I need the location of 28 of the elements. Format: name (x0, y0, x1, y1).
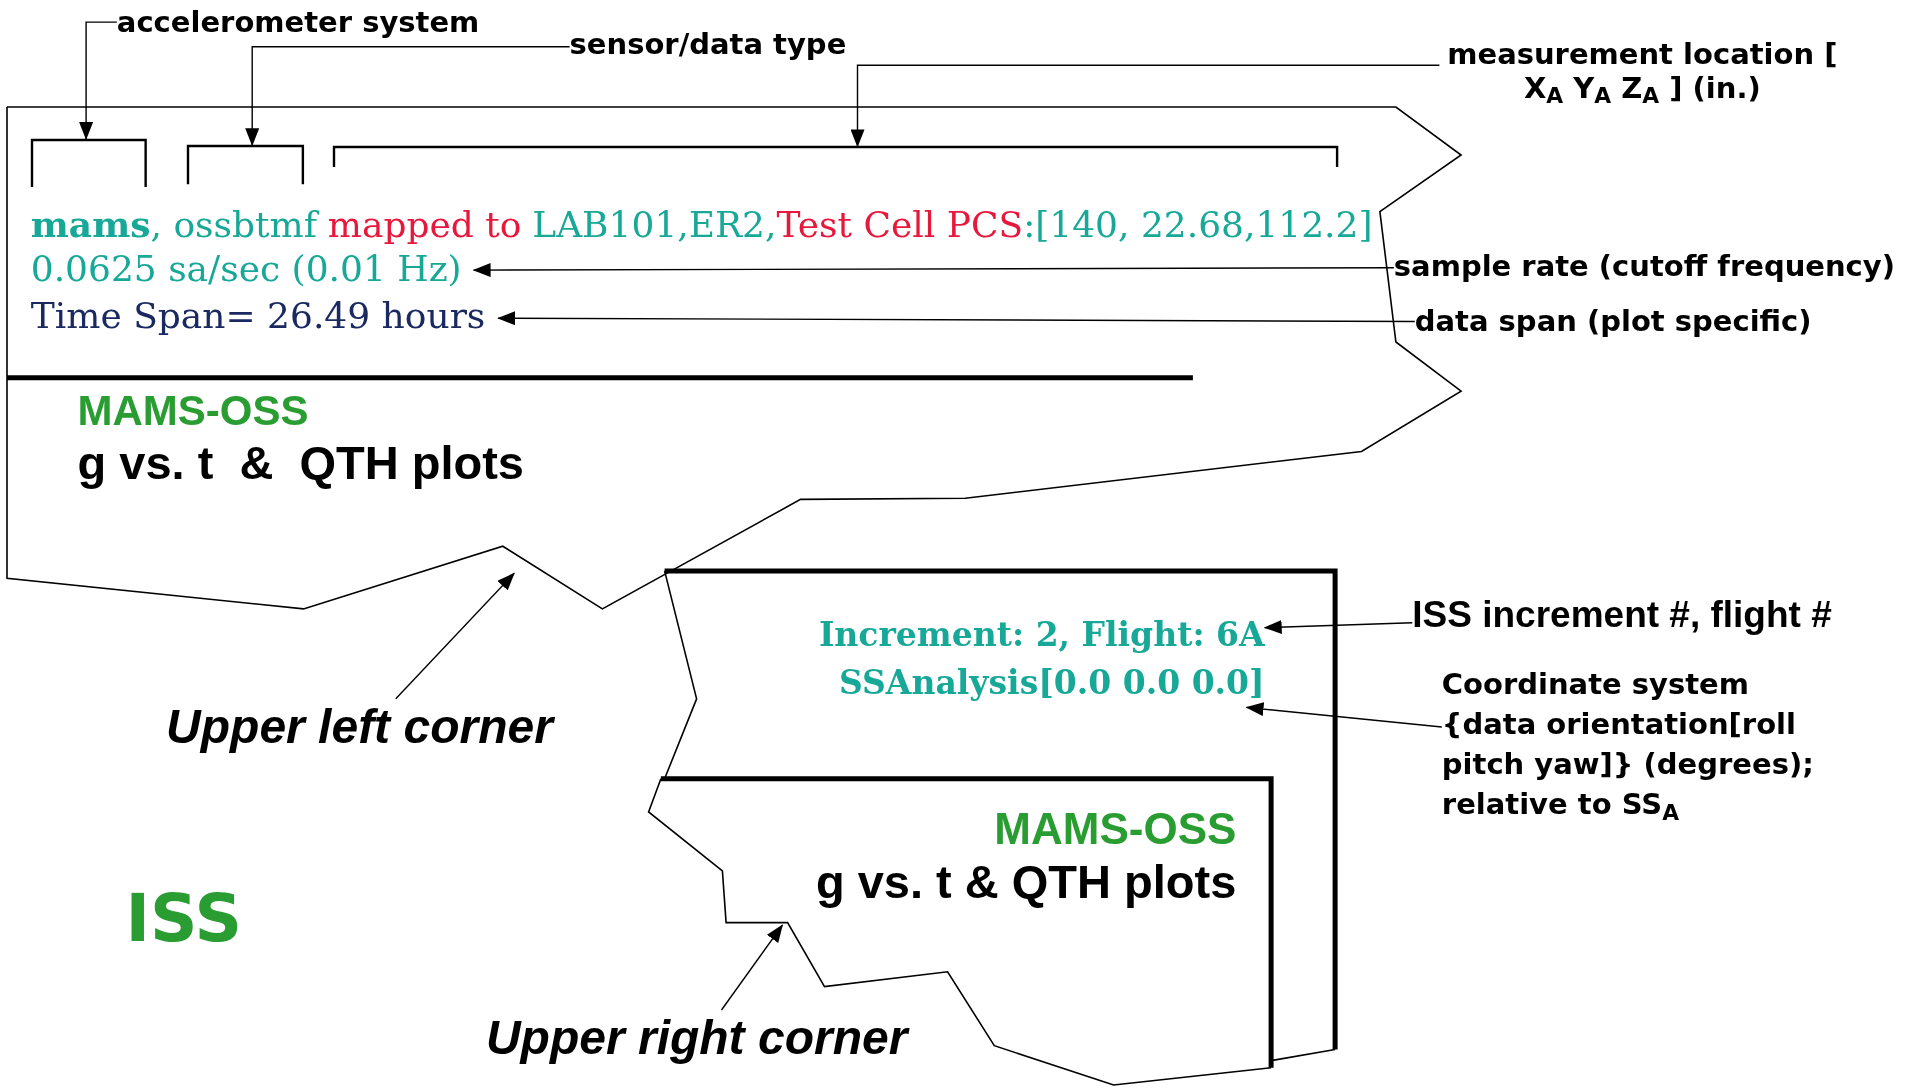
info-text: Time Span= 26.49 hours (30, 294, 486, 341)
info-text: 0.0625 sa/sec (0.01 Hz) (30, 247, 462, 294)
header-text: mams, ossbtmf mapped to LAB101,ER2,Test Cell PCS:[140, 22.68,112.2] (30, 201, 1373, 249)
leader-arrow (1263, 620, 1413, 635)
info-text: Increment: 2, Flight: 6A (738, 612, 1265, 660)
plot-title: g vs. t & QTH plots (814, 856, 1237, 909)
annotation-label: Coordinate system {data orientation[roll pitch yaw]} (degrees); relative to SS$_{A}$ (1441, 664, 1848, 825)
annotation-label: sensor/data type (569, 27, 878, 62)
leader-arrow (245, 46, 571, 147)
plot-heading: MAMS-OSS (77, 388, 309, 433)
annotation-label: data span (plot specific) (1414, 303, 1858, 338)
plot-title: g vs. t & QTH plots (77, 436, 524, 489)
annotation-label: sample rate (cutoff frequency) (1393, 248, 1923, 283)
leader-arrow (850, 64, 1441, 148)
leader-arrow (395, 572, 515, 700)
leader-arrow (1245, 702, 1443, 728)
leader-arrow (497, 311, 1416, 326)
annotation-label: Upper left corner (166, 698, 573, 755)
leader-arrow (472, 263, 1395, 278)
leader-arrow (79, 21, 118, 140)
annotation-label: accelerometer system (116, 4, 523, 39)
plot-heading: MAMS-OSS (993, 804, 1237, 853)
leader-arrow (720, 924, 784, 1011)
iss-label: ISS (125, 883, 243, 956)
annotation-label: measurement location [ X$_{A}$ Y$_{A}$ Z$_{A}$ ] (in.) (1439, 36, 1846, 105)
info-text: SSAnalysis[0.0 0.0 0.0] (762, 660, 1265, 708)
annotation-label: Upper right corner (485, 1010, 917, 1066)
annotation-label: ISS increment #, flight # (1412, 592, 1893, 637)
